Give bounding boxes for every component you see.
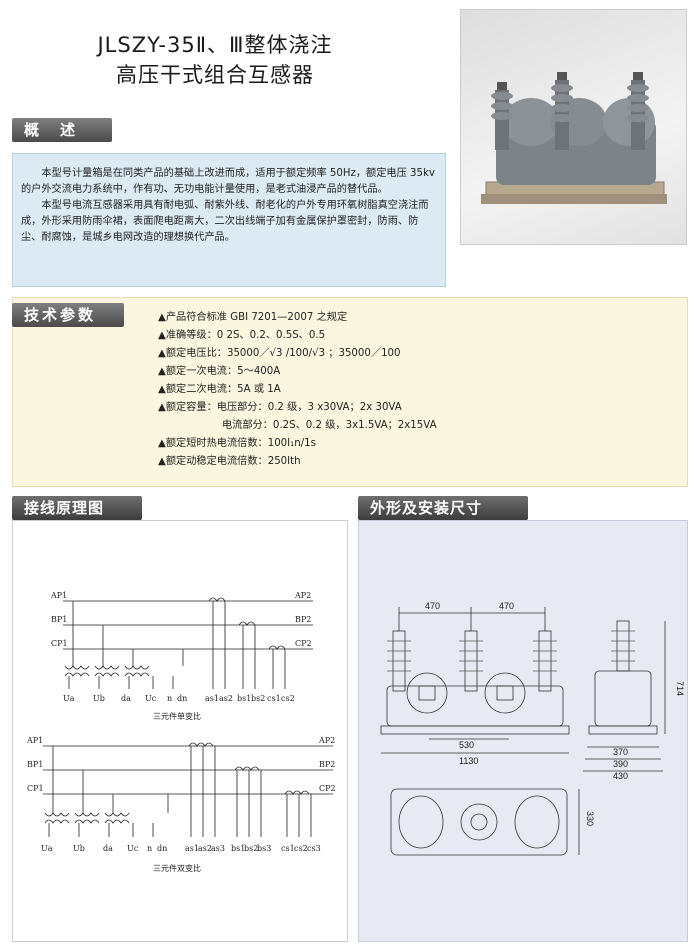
- spec-item: ▲额定容量：电压部分：0.2 级，3 x30VA；2x 30VA: [158, 402, 402, 413]
- line-label-bp2: BP2: [295, 615, 311, 624]
- dimension-label: 370: [613, 747, 628, 757]
- line-label-bp2: BP2: [319, 760, 335, 769]
- overview-paragraph-2: 本型号电流互感器采用具有耐电弧、耐紫外线、耐老化的户外专用环氧树脂真空浇注而成，…: [21, 200, 429, 243]
- dimension-label: 1130: [459, 756, 478, 766]
- dimension-label: 470: [425, 601, 440, 611]
- terminal-label: n: [167, 694, 172, 703]
- spec-item: ▲产品符合标准 GBI 7201—2007 之规定: [158, 312, 348, 323]
- dimensions-heading: 外形及安装尺寸: [358, 496, 528, 520]
- terminal-label: bs3: [257, 844, 271, 853]
- terminal-label: bs2: [244, 844, 258, 853]
- spec-item: ▲额定短时热电流倍数：100I₁n/1s: [158, 438, 316, 449]
- wiring-heading: 接线原理图: [12, 496, 142, 520]
- dimension-label: 714: [675, 681, 685, 696]
- specs-list: ▲产品符合标准 GBI 7201—2007 之规定 ▲准确等级：0 2S、0.2…: [158, 309, 437, 471]
- terminal-label: bs1: [237, 694, 251, 703]
- overview-paragraph-1: 本型号计量箱是在同类产品的基础上改进而成，适用于额定频率 50Hz，额定电压 3…: [21, 168, 435, 195]
- title-line-2: 高压干式组合互感器: [116, 63, 314, 87]
- wiring-panel: AP1 BP1 CP1 AP2 BP2 CP2 Ua Ub da Uc n dn…: [12, 520, 348, 942]
- diagram2-caption: 三元件双变比: [153, 863, 201, 873]
- product-photo: [460, 9, 687, 245]
- spec-item: ▲额定二次电流：5A 或 1A: [158, 384, 281, 395]
- line-label-cp2: CP2: [319, 784, 336, 793]
- terminal-label: Ub: [73, 844, 85, 853]
- spec-item: ▲额定动稳定电流倍数：250Ith: [158, 456, 301, 467]
- line-label-cp2: CP2: [295, 639, 312, 648]
- line-label-cp1: CP1: [51, 639, 68, 648]
- dimension-drawing-svg: 470 470 530 1130 714 370 390 430 330: [380, 601, 685, 856]
- title-line-1: JLSZY-35Ⅱ、Ⅲ整体浇注: [97, 33, 333, 57]
- spec-item: 电流部分：0.2S、0.2 级，3x1.5VA；2x15VA: [222, 420, 437, 431]
- terminal-label: cs3: [307, 844, 321, 853]
- transformer-illustration: [481, 72, 667, 204]
- terminal-label: as1: [205, 694, 219, 703]
- terminal-label: n: [147, 844, 152, 853]
- line-label-ap2: AP2: [294, 591, 311, 600]
- terminal-label: cs2: [281, 694, 295, 703]
- dimension-label: 330: [585, 811, 595, 826]
- terminal-label: as2: [198, 844, 212, 853]
- specs-heading: 技术参数: [12, 303, 124, 327]
- terminal-label: Ua: [63, 694, 75, 703]
- dimension-label: 470: [499, 601, 514, 611]
- line-label-ap1: AP1: [26, 736, 43, 745]
- overview-heading: 概 述: [12, 118, 112, 142]
- dimension-label: 430: [613, 771, 628, 781]
- terminal-label: as1: [185, 844, 199, 853]
- terminal-label: Uc: [127, 844, 139, 853]
- terminal-label: cs2: [294, 844, 308, 853]
- dimension-label: 530: [459, 740, 474, 750]
- terminal-label: bs1: [231, 844, 245, 853]
- terminal-label: dn: [177, 694, 187, 703]
- diagram1-caption: 三元件单变比: [153, 711, 201, 721]
- spec-item: ▲额定一次电流：5～400A: [158, 366, 281, 377]
- line-label-ap2: AP2: [318, 736, 335, 745]
- overview-text: 本型号计量箱是在同类产品的基础上改进而成，适用于额定频率 50Hz，额定电压 3…: [21, 166, 437, 246]
- terminal-label: Ub: [93, 694, 105, 703]
- terminal-label: da: [121, 694, 131, 703]
- wiring-diagram-svg: AP1 BP1 CP1 AP2 BP2 CP2 Ua Ub da Uc n dn…: [26, 591, 336, 873]
- terminal-label: cs1: [281, 844, 295, 853]
- terminal-label: da: [103, 844, 113, 853]
- spec-item: ▲准确等级：0 2S、0.2、0.5S、0.5: [158, 330, 326, 341]
- spec-item: ▲额定电压比：35000／√3 /100/√3 ；35000／100: [158, 348, 401, 359]
- terminal-label: Uc: [145, 694, 157, 703]
- overview-box: 本型号计量箱是在同类产品的基础上改进而成，适用于额定频率 50Hz，额定电压 3…: [12, 153, 446, 287]
- line-label-cp1: CP1: [27, 784, 44, 793]
- line-label-bp1: BP1: [51, 615, 67, 624]
- terminal-label: as3: [211, 844, 225, 853]
- dimension-label: 390: [613, 759, 628, 769]
- terminal-label: dn: [157, 844, 167, 853]
- terminal-label: Ua: [41, 844, 53, 853]
- terminal-label: cs1: [267, 694, 281, 703]
- dimensions-panel: 470 470 530 1130 714 370 390 430 330: [358, 520, 688, 942]
- line-label-bp1: BP1: [27, 760, 43, 769]
- terminal-label: as2: [219, 694, 233, 703]
- terminal-label: bs2: [251, 694, 265, 703]
- line-label-ap1: AP1: [50, 591, 67, 600]
